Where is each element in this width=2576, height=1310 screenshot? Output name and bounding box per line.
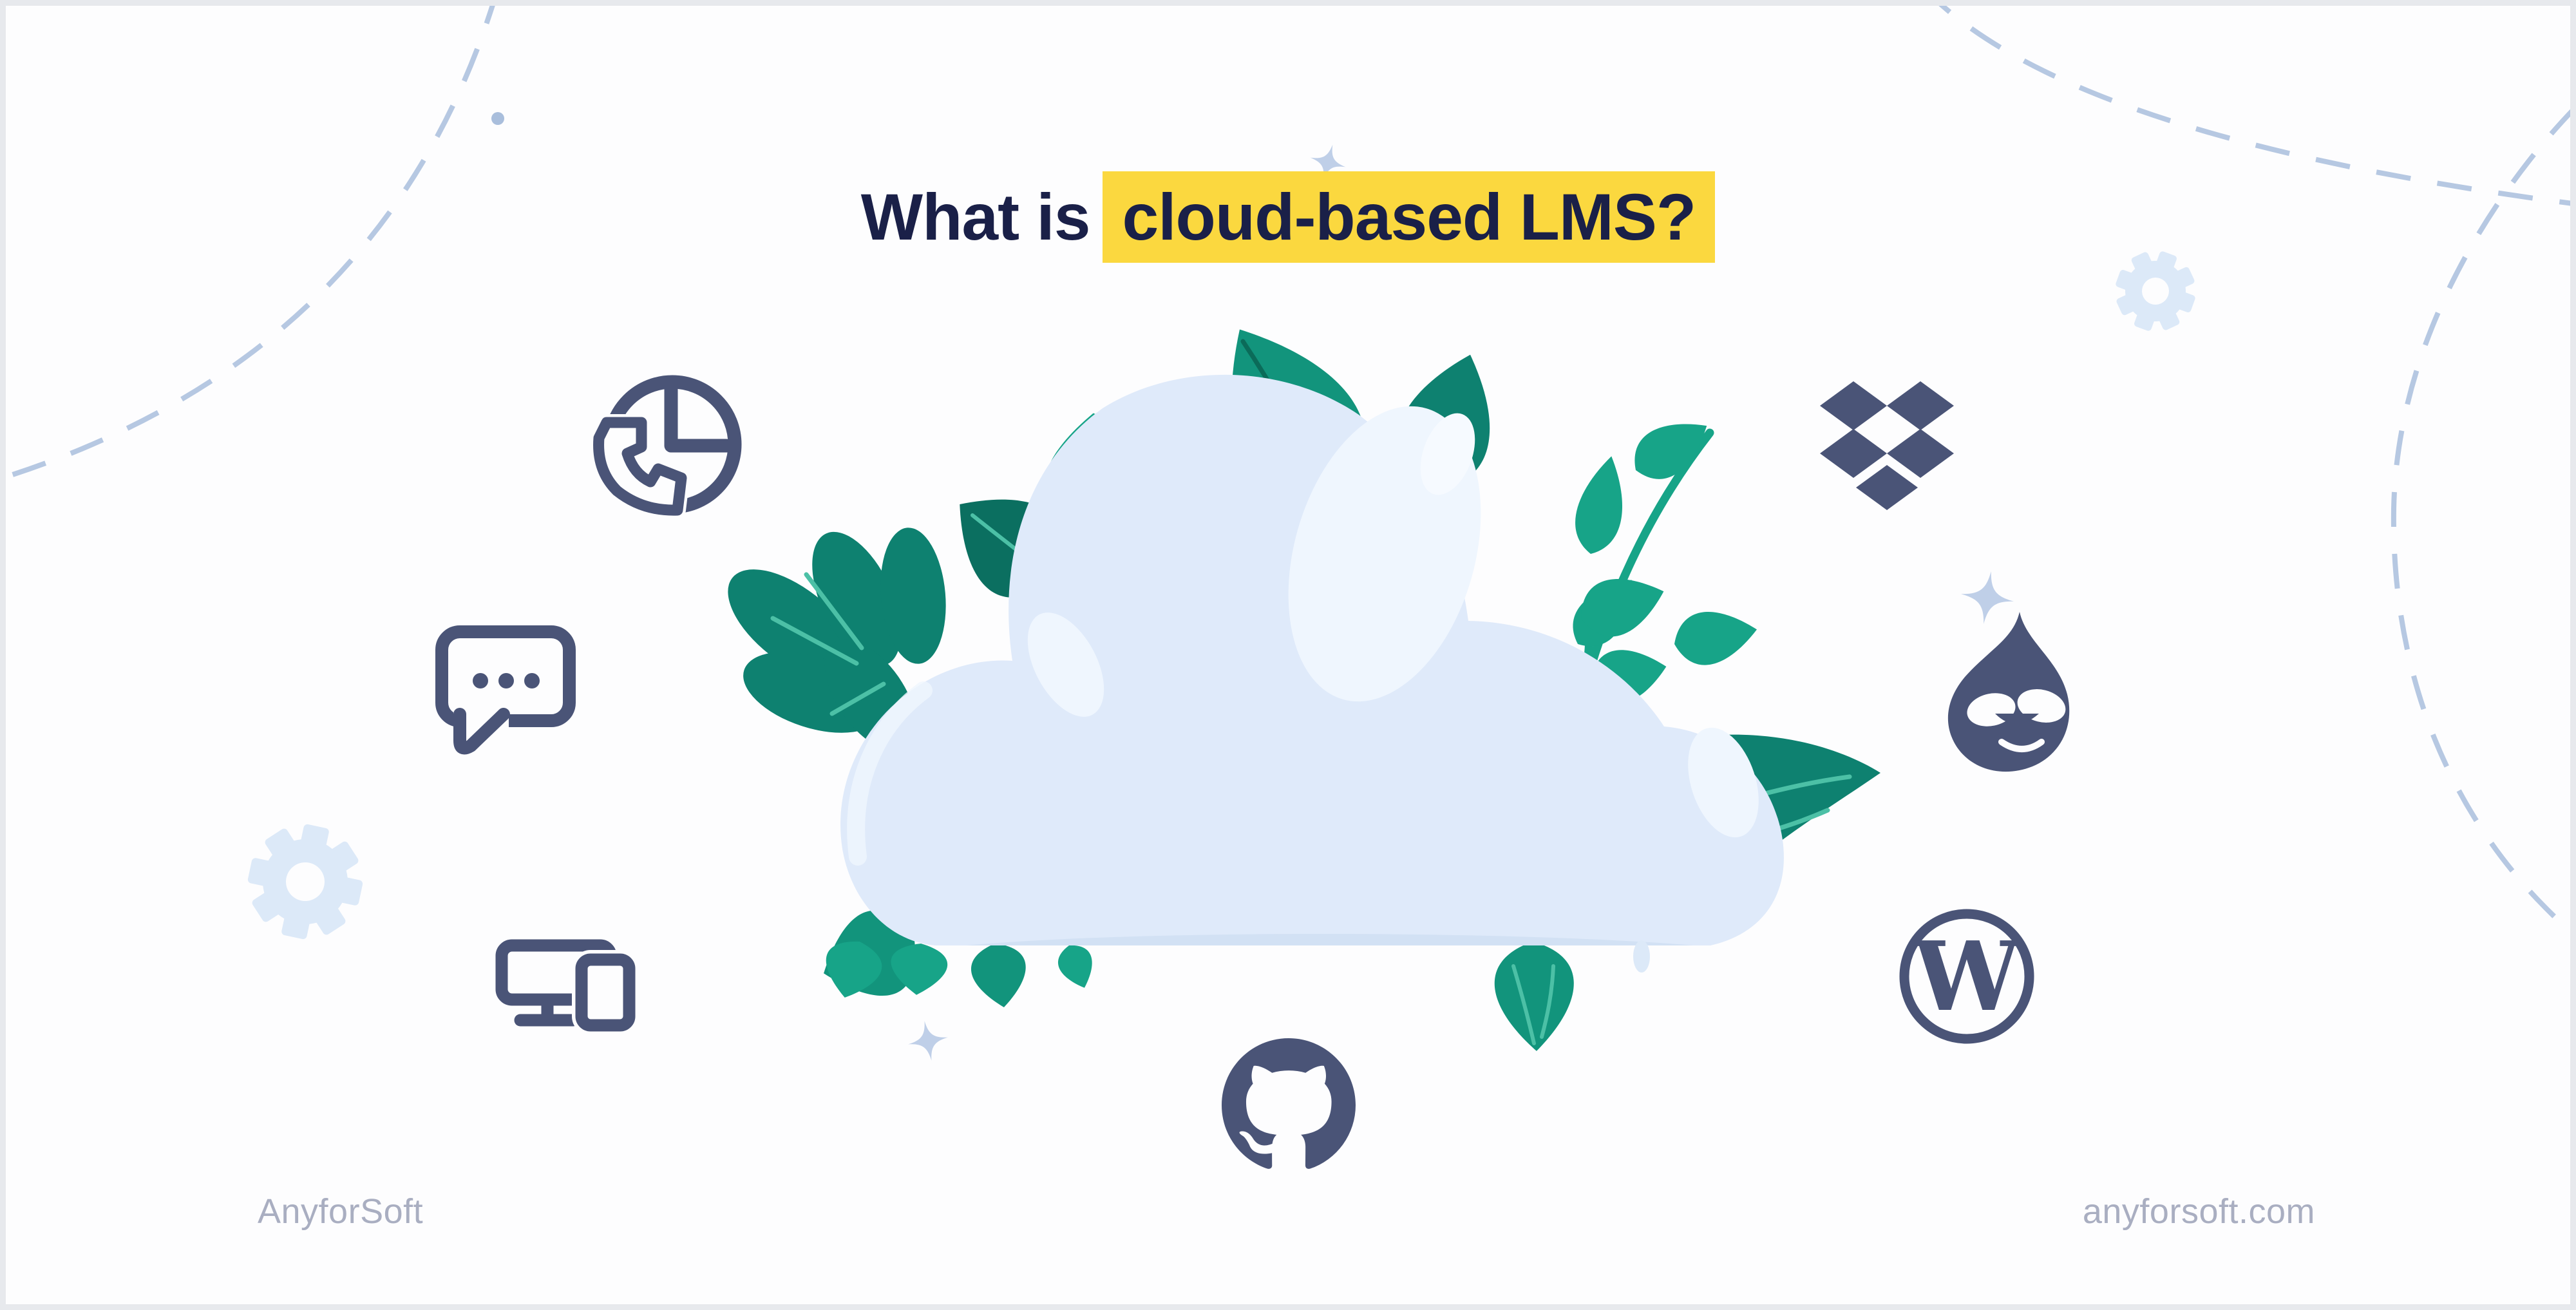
dashed-arc-top-right <box>1932 0 2576 207</box>
gear-icon-left <box>247 824 363 940</box>
wordpress-icon: W <box>1899 909 2034 1044</box>
cloud <box>840 374 1784 945</box>
sparkle-icon-drupal <box>1957 567 2018 628</box>
gear-icon-top-right <box>2116 251 2195 331</box>
chat-icon <box>435 625 576 755</box>
dropbox-icon <box>1820 381 1954 510</box>
decor-dot <box>491 112 504 125</box>
dashed-arc-right <box>2391 106 2576 938</box>
drupal-icon <box>1947 612 2070 772</box>
wordpress-letter: W <box>1912 920 2022 1032</box>
github-icon <box>1222 1038 1356 1169</box>
title-highlight: cloud-based LMS? <box>1103 171 1716 263</box>
website-url: anyforsoft.com <box>2082 1192 2315 1231</box>
droplet-dot <box>1633 940 1650 973</box>
devices-icon <box>495 939 639 1035</box>
dashed-arcs <box>0 0 2576 938</box>
dashed-arc-top-left <box>0 0 497 482</box>
clock-phone-icon <box>590 375 742 519</box>
sparkle-icon-bottom-left <box>904 1017 952 1065</box>
title-prefix: What is <box>860 180 1091 254</box>
brand-name: AnyforSoft <box>258 1192 424 1231</box>
